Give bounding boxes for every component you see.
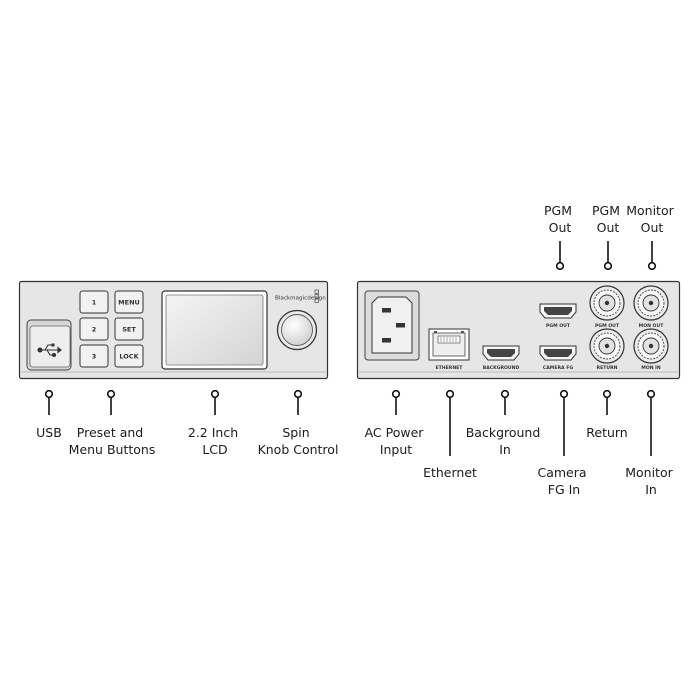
front-panel: 1 MENU 2 SET 3 LOCK Blackmagicdesign: [18, 280, 329, 380]
callout-monitor-out: Monitor Out: [626, 203, 678, 235]
leader-background-in: [500, 389, 510, 415]
button-3-label: 3: [92, 353, 97, 361]
button-2[interactable]: 2: [79, 317, 109, 341]
ethernet-port[interactable]: [428, 328, 470, 361]
usb-icon: [37, 343, 62, 358]
bnc-mon-out-label: MON OUT: [639, 323, 665, 329]
button-1[interactable]: 1: [79, 290, 109, 314]
bnc-pgm-out-label: PGM OUT: [595, 323, 620, 329]
callout-return: Return: [586, 425, 627, 440]
callout-usb: USB: [36, 425, 62, 440]
ethernet-port-label: ETHERNET: [436, 365, 464, 371]
leader-monitor-out: [647, 241, 657, 271]
bnc-mon-out[interactable]: [633, 285, 669, 321]
button-lock[interactable]: LOCK: [114, 344, 144, 368]
leader-monitor-in: [646, 389, 656, 456]
button-set[interactable]: SET: [114, 317, 144, 341]
button-menu[interactable]: MENU: [114, 290, 144, 314]
leader-ac-power: [391, 389, 401, 415]
callout-ethernet: Ethernet: [423, 465, 477, 480]
callout-labels: USB Preset and Menu Buttons 2.2 Inch LCD…: [36, 203, 678, 497]
bnc-mon-in[interactable]: [633, 328, 669, 364]
bnc-mon-in-label: MON IN: [641, 365, 661, 371]
hdmi-pgm-out-port[interactable]: [539, 303, 577, 319]
brand-logo-text: Blackmagicdesign: [275, 296, 326, 302]
leader-camera-fg-in: [559, 389, 569, 456]
leader-pgm-out-hdmi: [555, 241, 565, 271]
callout-pgm-out-sdi: PGM Out: [592, 203, 624, 235]
hdmi-background-port[interactable]: [482, 345, 520, 361]
button-menu-label: MENU: [118, 299, 140, 307]
leader-ethernet: [445, 389, 455, 456]
callout-preset-menu-buttons: Preset and Menu Buttons: [69, 425, 156, 457]
leader-usb: [44, 389, 54, 415]
callout-monitor-in: Monitor In: [625, 465, 677, 497]
callout-spin-knob: Spin Knob Control: [258, 425, 339, 457]
hdmi-pgm-out-label: PGM OUT: [546, 323, 571, 329]
leader-preset-menu: [106, 389, 116, 415]
leader-spin-knob: [293, 389, 303, 415]
callout-background-in: Background In: [466, 425, 545, 457]
hdmi-background-label: BACKGROUND: [483, 365, 520, 371]
button-3[interactable]: 3: [79, 344, 109, 368]
usb-port[interactable]: [26, 319, 72, 371]
button-1-label: 1: [92, 299, 97, 307]
leader-return: [602, 389, 612, 415]
brand-logo-squares: [314, 289, 319, 303]
hdmi-camera-fg-port[interactable]: [539, 345, 577, 361]
ac-power-inlet[interactable]: [364, 290, 420, 361]
spin-knob[interactable]: [276, 309, 318, 351]
bnc-pgm-out[interactable]: [589, 285, 625, 321]
button-lock-label: LOCK: [119, 353, 139, 361]
callout-ac-power-input: AC Power Input: [365, 425, 428, 457]
callout-leaders: [44, 241, 657, 456]
button-set-label: SET: [122, 326, 136, 334]
bnc-return-label: RETURN: [597, 365, 618, 371]
leader-pgm-out-sdi: [603, 241, 613, 271]
callout-lcd: 2.2 Inch LCD: [188, 425, 242, 457]
callout-pgm-out-hdmi: PGM Out: [544, 203, 576, 235]
hdmi-camera-fg-label: CAMERA FG: [543, 365, 573, 371]
callout-camera-fg-in: Camera FG In: [537, 465, 590, 497]
rear-panel: ETHERNET BACKGROUND PGM OUT CAMERA FG PG…: [356, 280, 681, 380]
leader-lcd: [210, 389, 220, 415]
bnc-return[interactable]: [589, 328, 625, 364]
lcd-screen: [161, 290, 268, 370]
button-2-label: 2: [92, 326, 97, 334]
